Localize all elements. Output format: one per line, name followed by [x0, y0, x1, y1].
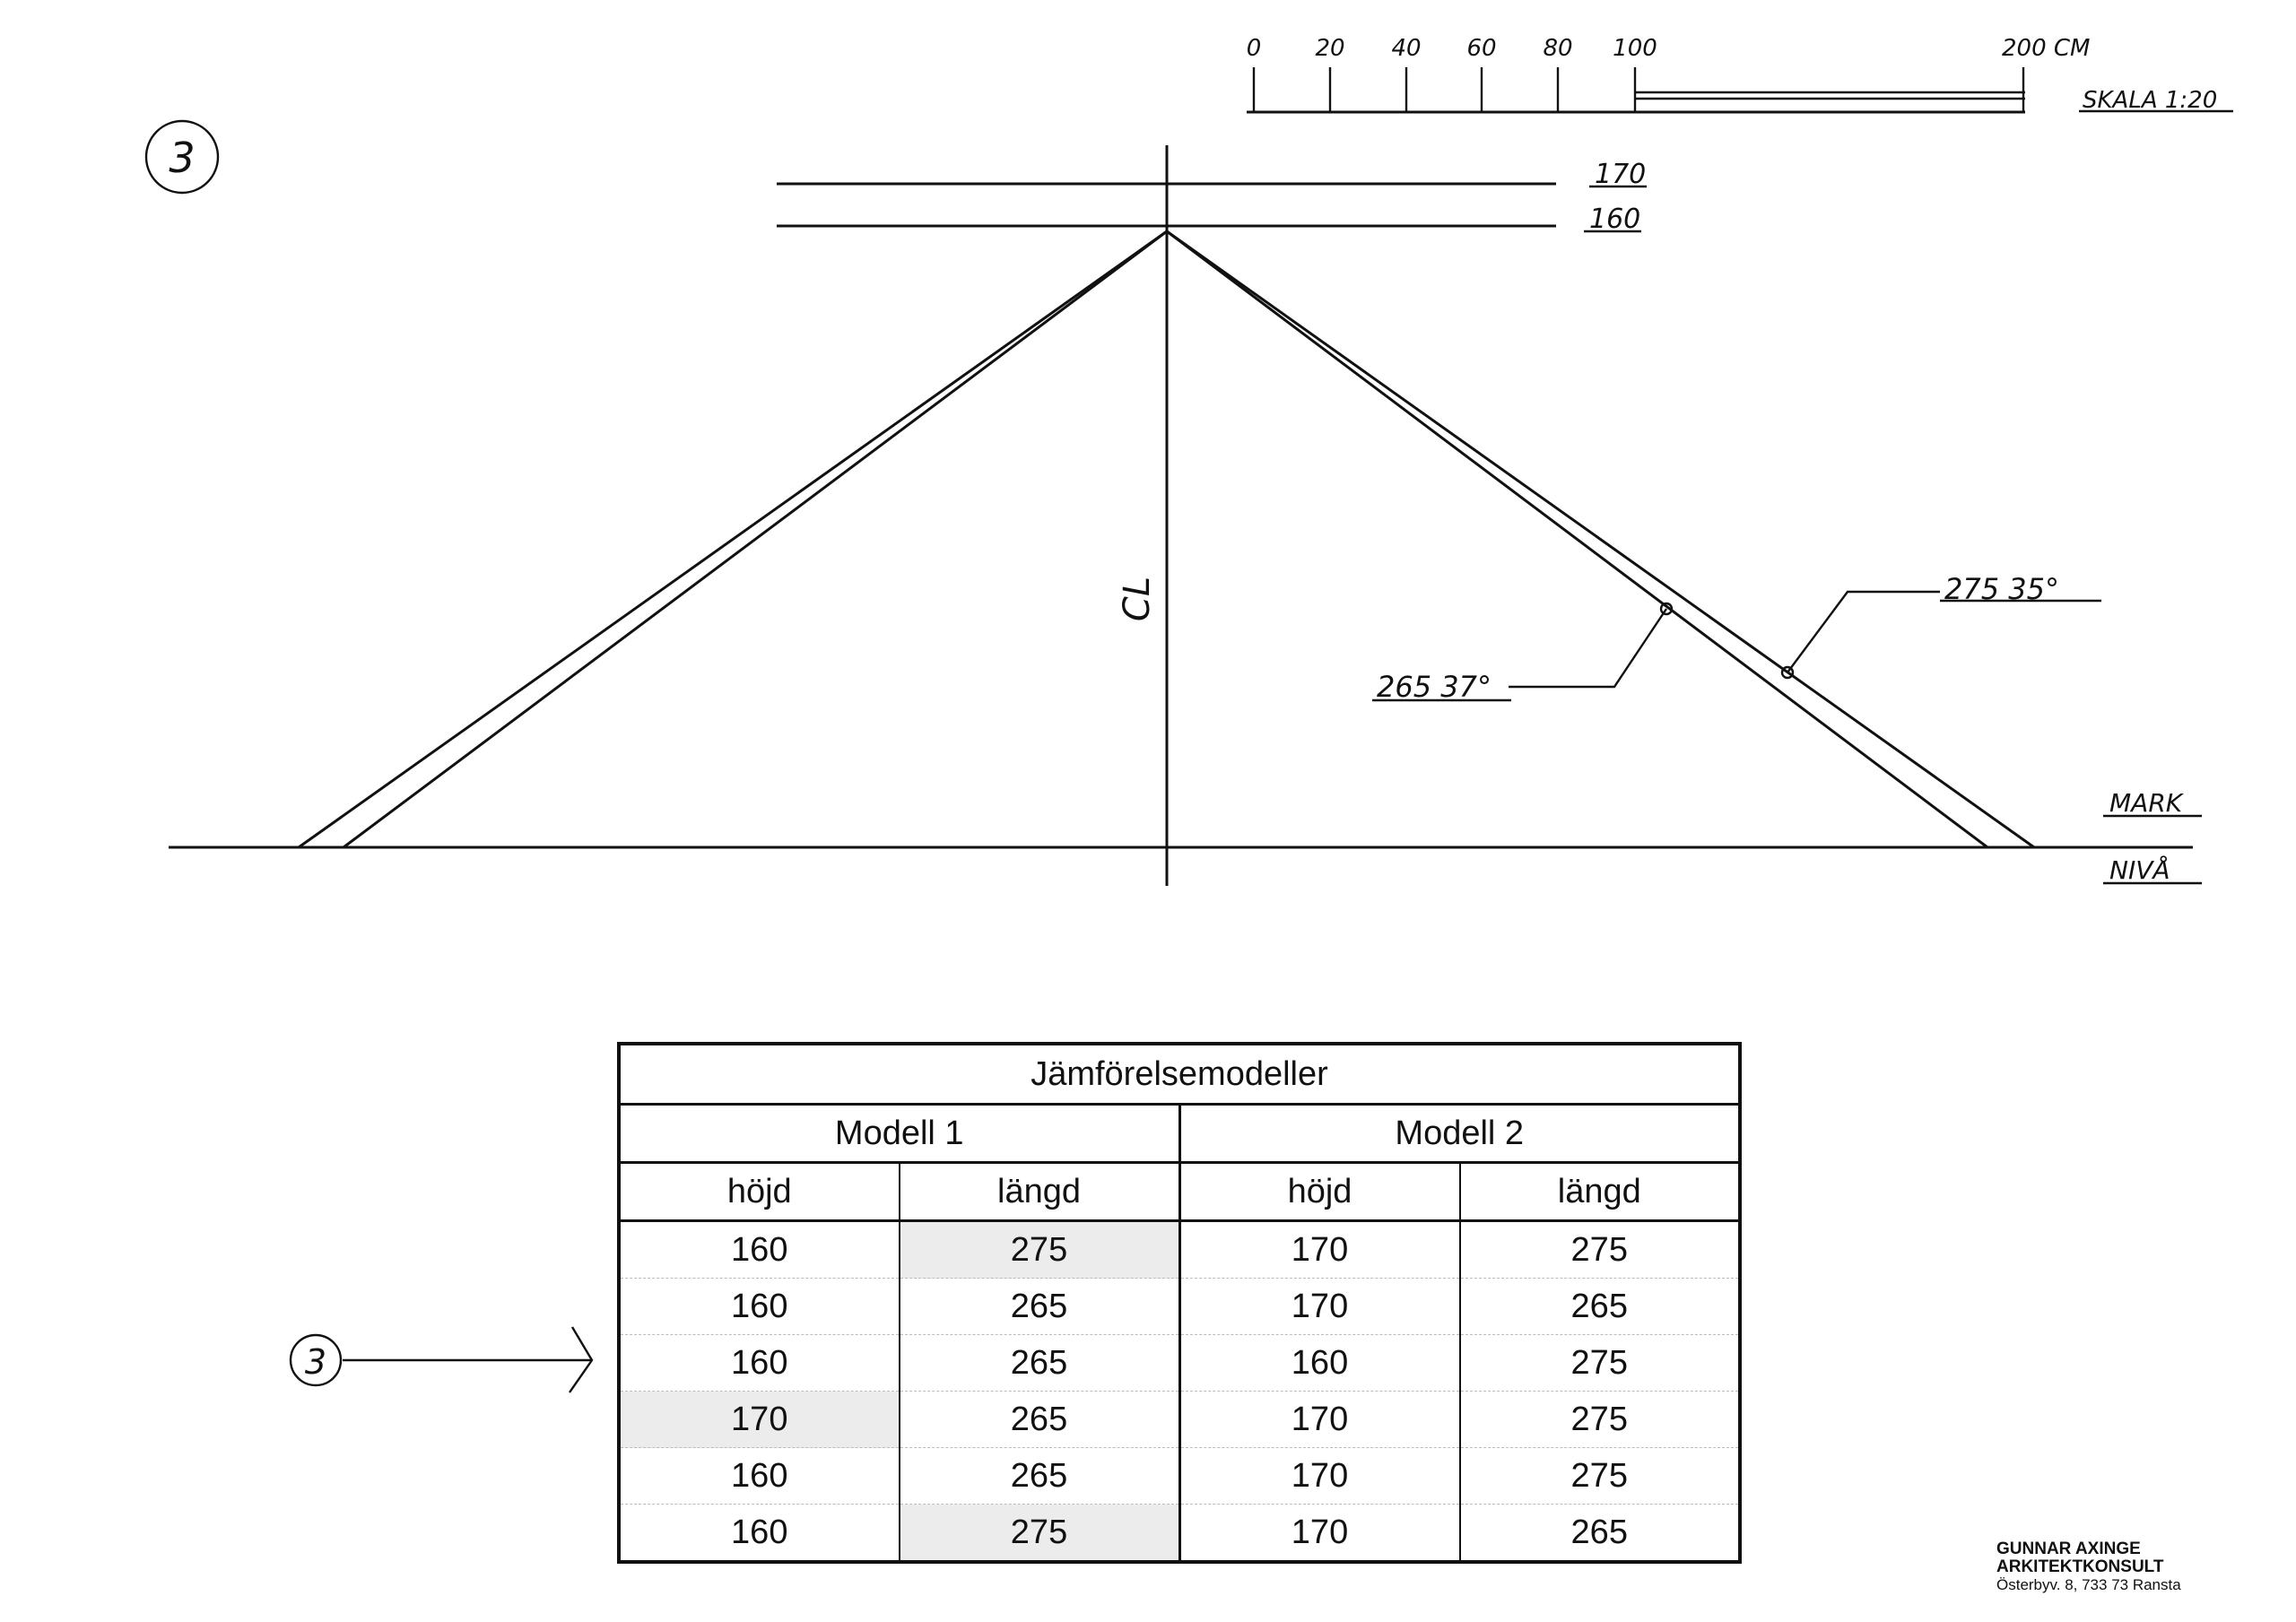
table-cell: 170	[618, 1391, 900, 1448]
scale-end-label: 200 CM	[2002, 35, 2090, 62]
table-row: 160 275 170 265	[618, 1504, 1741, 1563]
column-header: längd	[1458, 1161, 1741, 1222]
centerline-label: CL	[1117, 577, 1158, 621]
table-cell: 170	[1178, 1278, 1461, 1335]
scale-bar: 0 20 40 60 80 100 200 CM SKALA 1:20	[1247, 35, 2233, 114]
table-cell: 160	[618, 1334, 900, 1392]
inner-slope-label: 265 37°	[1377, 670, 1492, 704]
table-cell: 275	[1458, 1220, 1741, 1279]
table-cell: 265	[1458, 1504, 1741, 1563]
table-cell: 170	[1178, 1447, 1461, 1505]
inner-slope-point	[1659, 602, 1674, 616]
table-row: 160 265 160 275	[618, 1334, 1741, 1392]
table-cell: 275	[898, 1220, 1180, 1279]
scale-tick-label: 100	[1613, 35, 1657, 62]
model-1-header: Modell 1	[618, 1103, 1180, 1164]
scale-tick-label: 80	[1543, 35, 1572, 62]
sheet-number: 3	[169, 134, 195, 182]
table-cell: 160	[618, 1504, 900, 1563]
table-cell: 265	[898, 1334, 1180, 1392]
table-row: 160 265 170 265	[618, 1278, 1741, 1335]
table-cell: 265	[898, 1391, 1180, 1448]
firm-name: GUNNAR AXINGE	[1996, 1540, 2141, 1558]
table-row: 160 265 170 275	[618, 1447, 1741, 1505]
table-cell: 265	[898, 1447, 1180, 1505]
firm-title: ARKITEKTKONSULT	[1996, 1557, 2164, 1576]
ground-label-mark: MARK	[2109, 788, 2185, 818]
model-2-header: Modell 2	[1178, 1103, 1741, 1164]
level-label-160: 160	[1589, 204, 1640, 235]
table-row: 170 265 170 275	[618, 1391, 1741, 1448]
table-cell: 170	[1178, 1391, 1461, 1448]
row-marker-number: 3	[305, 1342, 326, 1382]
table-cell: 160	[618, 1278, 900, 1335]
scale-tick-label: 40	[1391, 35, 1421, 62]
scale-caption: SKALA 1:20	[2083, 87, 2217, 114]
level-label-170: 170	[1595, 159, 1646, 190]
table-cell: 265	[898, 1278, 1180, 1335]
column-header: längd	[898, 1161, 1180, 1222]
pyramid-slopes	[298, 230, 2035, 849]
ground-line: MARK NIVÅ	[169, 788, 2202, 885]
ground-label-niva: NIVÅ	[2109, 854, 2170, 885]
table-cell: 265	[1458, 1278, 1741, 1335]
table-title: Jämförelsemodeller	[618, 1043, 1741, 1106]
architect-stamp: GUNNAR AXINGE ARKITEKTKONSULT Österbyv. …	[1996, 1540, 2181, 1594]
slope-annotations: 265 37° 275 35°	[1372, 572, 2101, 704]
table-cell: 170	[1178, 1220, 1461, 1279]
table-row-marker: 3	[289, 1326, 594, 1393]
table-cell: 160	[618, 1220, 900, 1279]
table-cell: 275	[1458, 1334, 1741, 1392]
comparison-table: Jämförelsemodeller Modell 1 Modell 2 höj…	[617, 1042, 1742, 1564]
column-header: höjd	[618, 1161, 900, 1222]
table-cell: 275	[1458, 1391, 1741, 1448]
firm-address: Österbyv. 8, 733 73 Ransta	[1996, 1576, 2181, 1593]
scale-tick-label: 0	[1247, 35, 1262, 62]
column-header: höjd	[1178, 1161, 1461, 1222]
table-cell: 170	[1178, 1504, 1461, 1563]
scale-tick-label: 60	[1466, 35, 1496, 62]
outer-slope-point	[1780, 665, 1795, 680]
table-cell: 160	[618, 1447, 900, 1505]
centerline: CL	[1117, 145, 1169, 886]
level-lines: 170 160	[777, 159, 1647, 235]
sheet-number-marker: 3	[144, 119, 220, 195]
table-row: 160 275 170 275	[618, 1220, 1741, 1279]
table-cell: 275	[1458, 1447, 1741, 1505]
table-cell: 160	[1178, 1334, 1461, 1392]
scale-tick-label: 20	[1315, 35, 1344, 62]
table-cell: 275	[898, 1504, 1180, 1563]
